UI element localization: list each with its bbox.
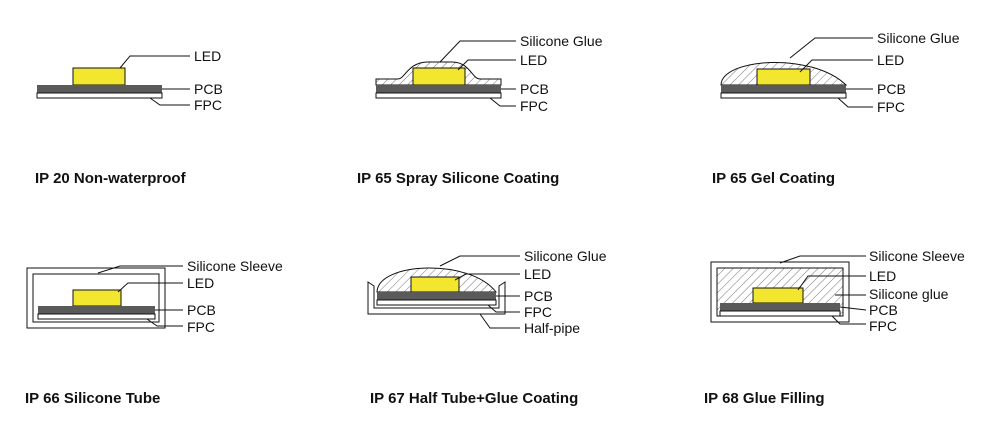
label-pcb: PCB bbox=[187, 302, 216, 318]
leader-led bbox=[119, 55, 190, 69]
leader-led bbox=[797, 275, 866, 291]
leader-fpc bbox=[487, 304, 520, 313]
pcb-layer bbox=[37, 85, 162, 93]
label-pcb: PCB bbox=[877, 81, 906, 97]
panel-ip66-tube: Silicone Sleeve LED PCB FPC IP 66 Silico… bbox=[25, 258, 283, 407]
label-silicone-sleeve: Silicone Sleeve bbox=[869, 248, 965, 264]
label-silicone-sleeve: Silicone Sleeve bbox=[187, 258, 283, 274]
label-silicone-glue: Silicone Glue bbox=[524, 248, 607, 264]
label-silicone-glue: Silicone Glue bbox=[877, 30, 960, 46]
pcb-layer bbox=[721, 85, 846, 93]
panel-ip65-gel: Silicone Glue LED PCB FPC IP 65 Gel Coat… bbox=[712, 30, 960, 187]
panel-title: IP 65 Spray Silicone Coating bbox=[357, 170, 559, 187]
label-led: LED bbox=[877, 52, 904, 68]
leader-silicone-glue bbox=[789, 37, 873, 59]
silicone-sleeve-outer bbox=[710, 261, 850, 323]
leader-pcb bbox=[839, 306, 867, 311]
fpc-layer bbox=[719, 310, 841, 317]
led-chip bbox=[72, 67, 126, 86]
label-pcb: PCB bbox=[520, 81, 549, 97]
fpc-layer bbox=[37, 313, 156, 320]
leader-fpc bbox=[149, 97, 190, 106]
panel-title: IP 66 Silicone Tube bbox=[25, 390, 160, 407]
pcb-layer bbox=[377, 292, 496, 300]
leader-fpc bbox=[489, 97, 516, 107]
half-pipe bbox=[367, 281, 506, 315]
leader-half-pipe bbox=[479, 313, 520, 329]
panel-title: IP 68 Glue Filling bbox=[704, 390, 825, 407]
label-pcb: PCB bbox=[524, 288, 553, 304]
silicone-sleeve-inner bbox=[32, 273, 160, 323]
pcb-layer bbox=[720, 303, 840, 311]
leader-led bbox=[799, 59, 873, 73]
leader-fpc bbox=[837, 97, 873, 108]
panel-title: IP 67 Half Tube+Glue Coating bbox=[370, 390, 578, 407]
leader-silicone-sleeve bbox=[779, 255, 866, 264]
label-led: LED bbox=[194, 48, 221, 64]
fpc-layer bbox=[720, 92, 847, 99]
label-silicone-glue: Silicone glue bbox=[869, 286, 949, 302]
panel-ip20: LED PCB FPC IP 20 Non-waterproof bbox=[35, 48, 223, 187]
led-chip bbox=[410, 276, 460, 293]
silicone-sleeve-outer bbox=[26, 267, 166, 329]
fpc-layer bbox=[376, 299, 497, 306]
label-fpc: FPC bbox=[869, 318, 897, 334]
leader-led bbox=[117, 282, 183, 293]
label-silicone-glue: Silicone Glue bbox=[520, 33, 603, 49]
leader-silicone-glue bbox=[439, 40, 516, 63]
label-pcb: PCB bbox=[194, 81, 223, 97]
panel-title: IP 65 Gel Coating bbox=[712, 170, 835, 187]
label-led: LED bbox=[869, 268, 896, 284]
led-chip bbox=[72, 289, 122, 307]
pcb-layer bbox=[38, 306, 155, 314]
label-fpc: FPC bbox=[524, 304, 552, 320]
label-fpc: FPC bbox=[520, 98, 548, 114]
led-chip bbox=[752, 287, 804, 304]
fpc-layer bbox=[375, 92, 502, 99]
label-fpc: FPC bbox=[187, 319, 215, 335]
label-led: LED bbox=[187, 275, 214, 291]
led-chip bbox=[756, 68, 811, 86]
pcb-layer bbox=[376, 85, 501, 93]
panel-title: IP 20 Non-waterproof bbox=[35, 170, 187, 187]
leader-fpc bbox=[146, 318, 183, 327]
panel-ip68-filling: Silicone Sleeve LED Silicone glue PCB FP… bbox=[704, 248, 965, 407]
leader-silicone-sleeve bbox=[97, 265, 183, 274]
panel-ip67-halftube: Silicone Glue LED PCB FPC Half-pipe IP 6… bbox=[367, 248, 607, 407]
label-fpc: FPC bbox=[877, 99, 905, 115]
panel-ip65-spray: Silicone Glue LED PCB FPC IP 65 Spray Si… bbox=[357, 33, 603, 187]
leader-fpc bbox=[831, 315, 866, 325]
label-led: LED bbox=[520, 52, 547, 68]
label-half-pipe: Half-pipe bbox=[524, 320, 580, 336]
leader-led bbox=[454, 273, 520, 281]
leader-silicone-glue bbox=[439, 255, 520, 267]
leader-led bbox=[457, 59, 516, 71]
fpc-layer bbox=[36, 92, 163, 99]
led-chip bbox=[412, 67, 466, 86]
label-pcb: PCB bbox=[869, 302, 898, 318]
label-fpc: FPC bbox=[194, 97, 222, 113]
label-led: LED bbox=[524, 266, 551, 282]
